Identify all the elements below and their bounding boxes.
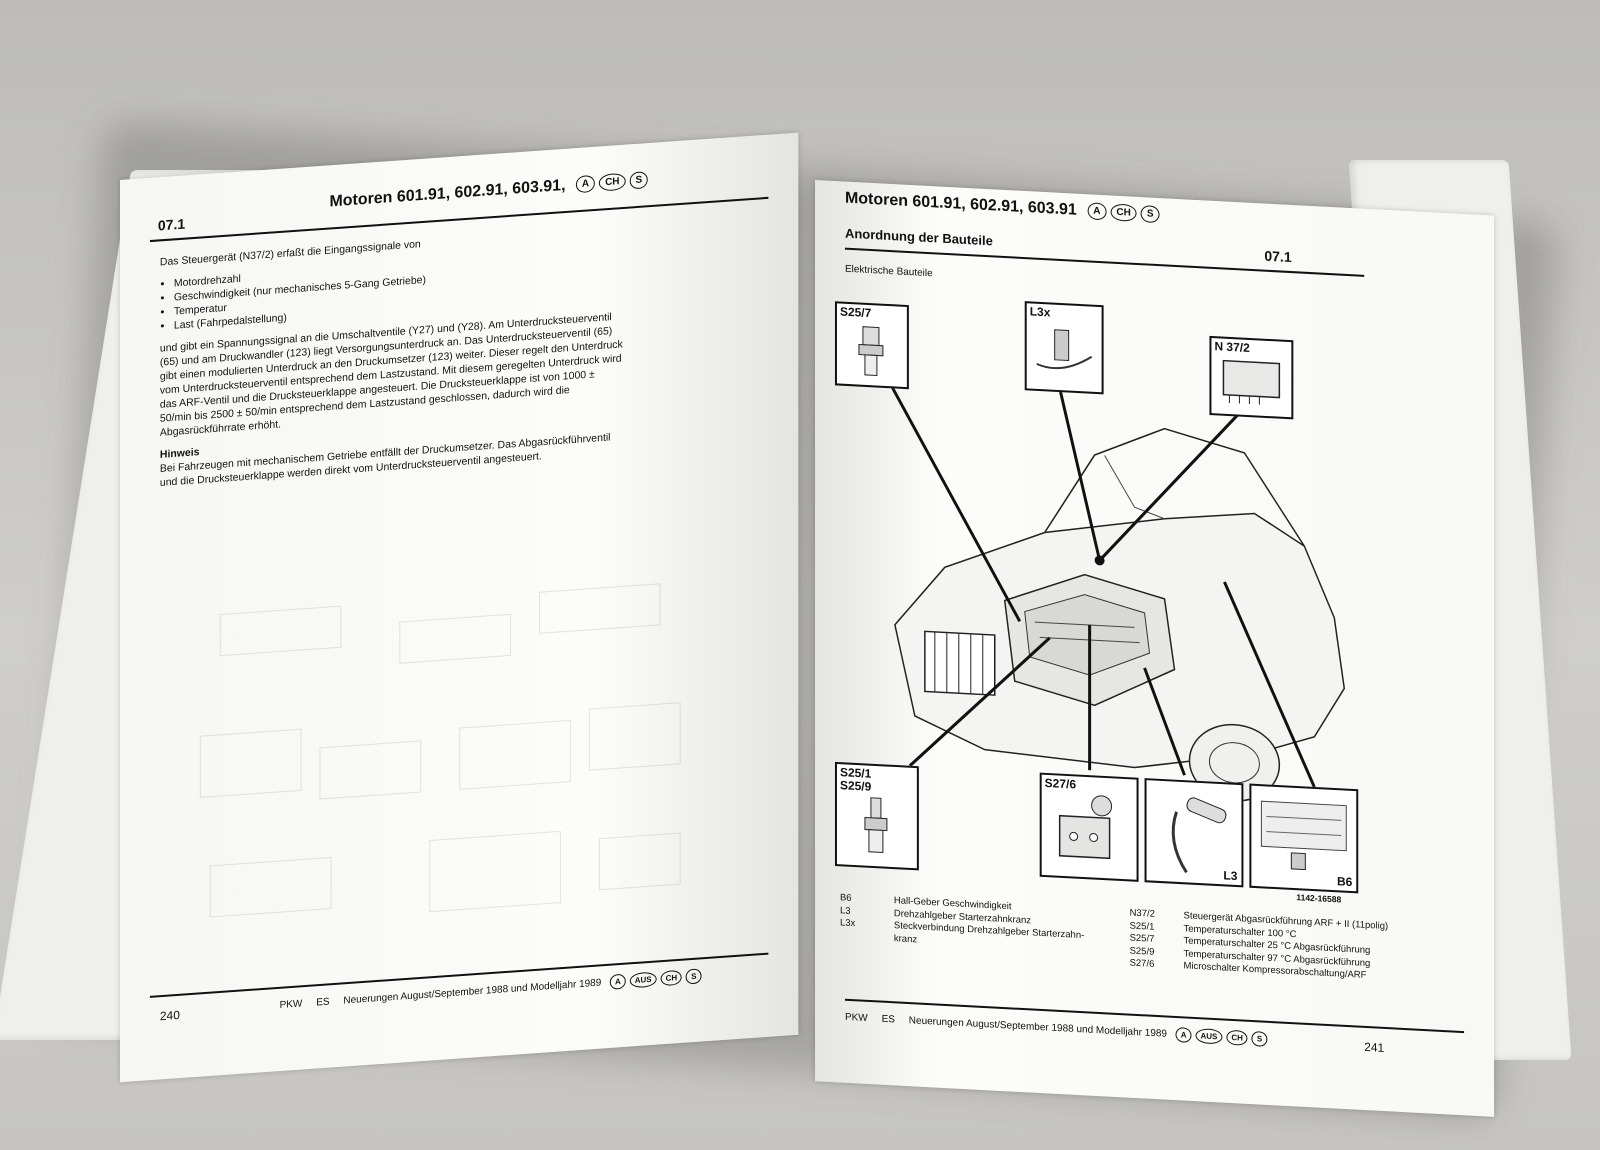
- country-badge: AUS: [629, 971, 657, 989]
- left-page: Motoren 601.91, 602.91, 603.91, A CH S 0…: [120, 132, 799, 1083]
- page-footer: PKW ES Neuerungen August/September 1988 …: [844, 1010, 1268, 1047]
- callout-s25-7: S25/7: [834, 301, 909, 390]
- country-badge: S: [686, 968, 702, 985]
- country-badge: AUS: [1195, 1028, 1223, 1045]
- temperature-switch-icon: [864, 797, 888, 854]
- section-heading: Anordnung der Bauteile: [844, 225, 993, 249]
- country-badge: S: [1251, 1031, 1268, 1047]
- connector-icon: [1036, 329, 1093, 370]
- footer-es: ES: [881, 1013, 895, 1026]
- callout-s25-1-s25-9: S25/1 S25/9: [834, 761, 919, 871]
- speed-sensor-icon: [1171, 797, 1227, 874]
- component-diagram: S25/7 L3x N 37/2: [834, 291, 1394, 921]
- control-unit-icon: [1222, 359, 1281, 405]
- country-badge: A: [575, 175, 596, 194]
- page-number: 240: [159, 1007, 180, 1024]
- right-page: Motoren 601.91, 602.91, 603.91 A CH S An…: [815, 180, 1495, 1117]
- page-header-title: Motoren 601.91, 602.91, 603.91, A CH S: [329, 171, 649, 211]
- callout-n37-2: N 37/2: [1209, 335, 1294, 420]
- temperature-switch-icon: [858, 326, 884, 377]
- car-engine-illustration: [883, 373, 1346, 802]
- section-subheading: Elektrische Bauteile: [844, 263, 933, 280]
- footer-pkw: PKW: [844, 1011, 868, 1025]
- callout-l3x: L3x: [1024, 301, 1104, 395]
- header-badges: A CH S: [1087, 202, 1160, 224]
- section-number: 07.1: [1264, 247, 1292, 266]
- header-badges: A CH S: [575, 171, 649, 194]
- callout-l3: L3: [1144, 778, 1244, 888]
- footer-pkw: PKW: [279, 998, 303, 1012]
- country-badge: CH: [1226, 1029, 1248, 1046]
- faded-flowchart: [180, 561, 699, 998]
- country-badge: S: [629, 171, 649, 190]
- hall-sensor-icon: [1260, 800, 1347, 871]
- country-badge: A: [610, 973, 626, 990]
- section-number: 07.1: [157, 215, 186, 234]
- callout-s27-6: S27/6: [1039, 772, 1139, 882]
- page-header-title: Motoren 601.91, 602.91, 603.91 A CH S: [845, 190, 1160, 225]
- country-badge: CH: [1110, 203, 1137, 223]
- footer-text: Neuerungen August/September 1988 und Mod…: [908, 1015, 1167, 1040]
- microswitch-icon: [1058, 795, 1113, 860]
- country-badge: A: [1175, 1027, 1192, 1043]
- country-badge: CH: [599, 172, 626, 192]
- callout-b6: B6: [1249, 783, 1359, 894]
- page-number: 241: [1364, 1039, 1385, 1055]
- body-text: Das Steuergerät (N37/2) erfaßt die Einga…: [160, 223, 629, 498]
- country-badge: CH: [660, 969, 683, 987]
- country-badge: S: [1140, 205, 1160, 224]
- country-badge: A: [1087, 202, 1107, 221]
- footer-es: ES: [316, 996, 330, 1009]
